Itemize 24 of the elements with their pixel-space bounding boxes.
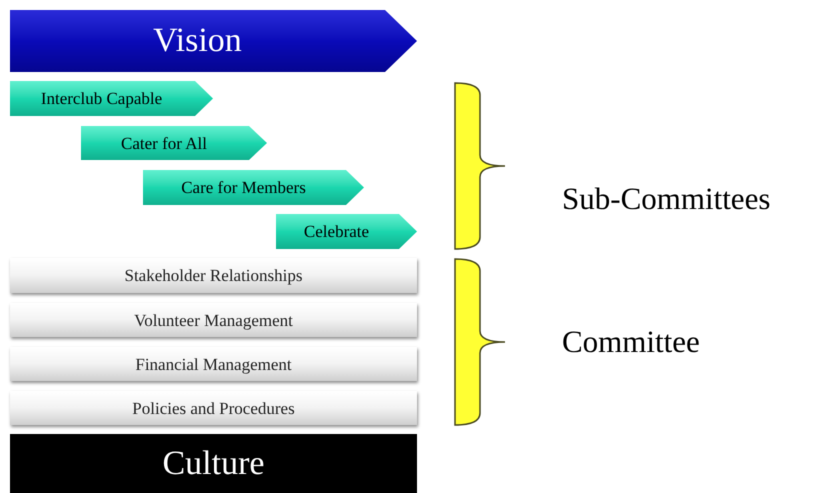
banner-label: Celebrate xyxy=(304,223,370,240)
vision-banner xyxy=(10,10,417,72)
bar-title: Culture xyxy=(162,446,264,480)
foundation-bar xyxy=(10,434,417,493)
committee-bar xyxy=(10,391,417,425)
committee-bar xyxy=(10,303,417,337)
chevron-banner xyxy=(276,214,417,249)
bar-label: Volunteer Management xyxy=(134,312,293,328)
bar-label: Stakeholder Relationships xyxy=(124,267,302,284)
banner-label: Interclub Capable xyxy=(40,90,162,107)
curly-brace xyxy=(454,258,506,426)
chevron-banner xyxy=(81,126,267,160)
committee-bar xyxy=(10,258,417,293)
committee-bar xyxy=(10,347,417,381)
bar-label: Financial Management xyxy=(135,356,292,372)
banner-title: Vision xyxy=(153,24,242,58)
chevron-banner xyxy=(143,170,364,205)
banner-label: Care for Members xyxy=(181,179,306,196)
group-label: Committee xyxy=(562,323,700,361)
curly-brace xyxy=(454,82,506,250)
chevron-banner xyxy=(10,81,213,116)
bar-label: Policies and Procedures xyxy=(132,400,295,416)
group-label: Sub-Committees xyxy=(562,180,770,218)
banner-label: Cater for All xyxy=(121,134,207,152)
